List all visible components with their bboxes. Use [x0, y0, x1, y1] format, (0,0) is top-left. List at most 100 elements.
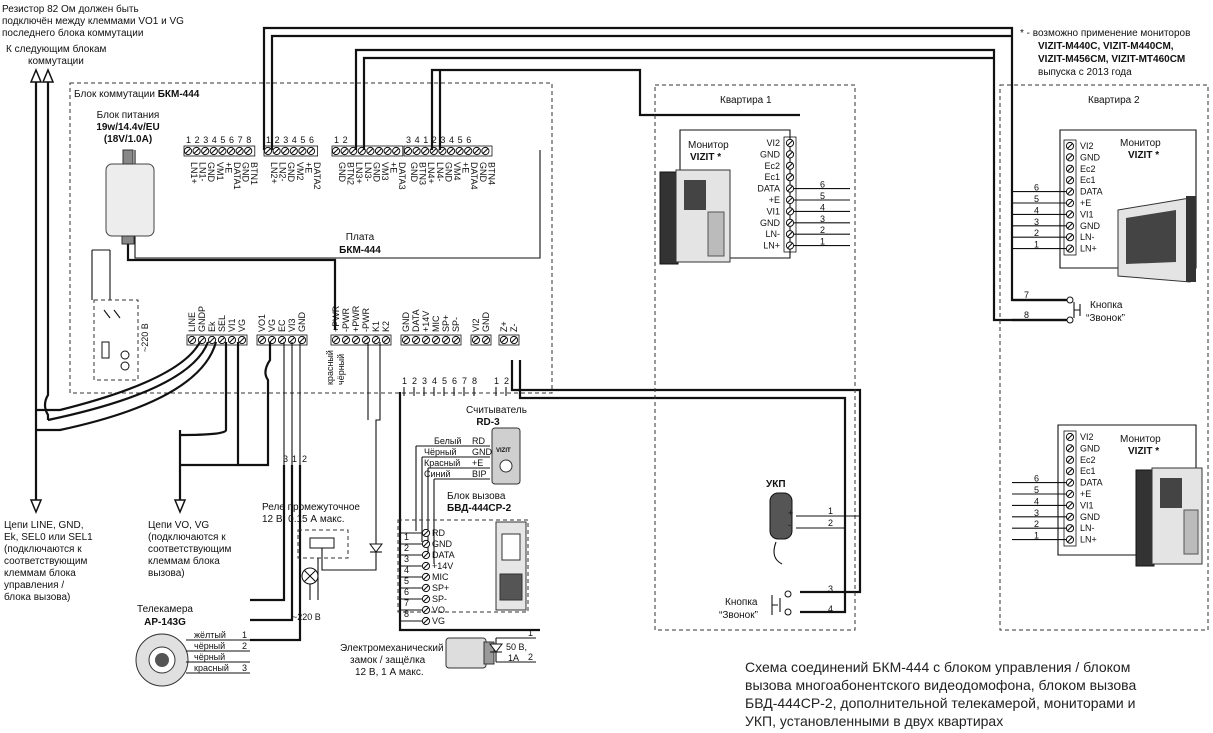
camera-wire-number: 1 — [242, 630, 247, 640]
terminal-slot — [453, 337, 459, 343]
reader-model: RD-3 — [476, 417, 500, 428]
monitor-pin: +E — [769, 195, 780, 205]
next-blocks-line: коммутации — [28, 56, 84, 67]
resistor-note-line: подключён между клеммами VO1 и VG — [2, 16, 184, 27]
terminal-label: GND — [241, 162, 251, 183]
monitor-pin: Ec2 — [764, 161, 780, 171]
wire-number: 5 — [1034, 485, 1039, 495]
terminal-slot — [787, 174, 793, 180]
camera-wire-number: 2 — [242, 641, 247, 651]
board-label: Плата — [346, 232, 375, 243]
terminal-slot — [279, 337, 285, 343]
caption-line: БВД-444СР-2, дополнительной телекамерой,… — [745, 695, 1135, 711]
terminal-slot — [209, 337, 215, 343]
terminal-slot — [422, 148, 428, 154]
call-block: Блок вызова БВД-444СР-2 RDGNDDATA+14VMIC… — [397, 491, 529, 626]
note-line: клеммам блока — [4, 567, 76, 579]
terminal-slot — [384, 148, 391, 154]
note-line: (подключаются к — [4, 544, 82, 555]
terminal-slot — [511, 337, 517, 343]
terminal-slot — [363, 337, 369, 343]
terminal-slot — [308, 148, 314, 154]
note-line: соответствующим — [4, 556, 87, 567]
terminal-slot — [405, 148, 411, 154]
camera-wire-color: чёрный — [194, 652, 225, 662]
terminal-slot — [1067, 143, 1073, 149]
psu-mains-block — [93, 299, 139, 381]
terminal-label: LN2- — [278, 162, 288, 182]
apt1-box — [654, 84, 856, 631]
ukp-label: УКП — [766, 479, 786, 490]
button-num: 7 — [1024, 290, 1029, 300]
terminal-label: GND — [443, 162, 453, 183]
terminal-label: VI2 — [471, 318, 481, 332]
apt1-button: Кнопка “Звонок” 3 4 — [719, 584, 833, 621]
terminal-slot — [465, 148, 471, 154]
wire-number: 4 — [1034, 205, 1039, 215]
terminal-block — [330, 334, 392, 346]
button-num: 3 — [828, 584, 833, 594]
psu-model: 19w/14.4v/EU — [96, 122, 159, 133]
call-block-number: 3 — [404, 554, 409, 564]
apt2-monitor-top-label: Монитор — [1120, 138, 1161, 149]
terminal-label: LN2+ — [269, 162, 279, 184]
apt1-ukp: УКП + - 1 2 — [766, 479, 860, 565]
relay-mains: ~220 В — [292, 612, 321, 622]
terminal-number: 3 — [406, 135, 411, 145]
terminal-number: 6 — [466, 135, 471, 145]
wire-number: 1 — [820, 237, 825, 247]
terminal-slot — [473, 337, 479, 343]
power-supply: Блок питания 19w/14.4v/EU (18V/1.0A) ~22… — [91, 110, 337, 381]
monitor-pin: LN- — [765, 229, 780, 239]
note-line: клеммам блока — [148, 555, 220, 567]
terminal-number: 6 — [309, 135, 314, 145]
lock-num: 2 — [528, 652, 533, 662]
terminal-label: VM2 — [295, 162, 305, 181]
arrow-up-icon — [41, 68, 55, 83]
camera-model: AP-143G — [144, 617, 186, 628]
terminal-slot — [423, 530, 429, 536]
monitor-pin: LN- — [1080, 523, 1095, 533]
terminal-slot — [393, 148, 399, 154]
monitors-note-models: VIZIT-M440C, VIZIT-M440CM, — [1038, 41, 1174, 52]
trunk-wires — [262, 26, 1070, 614]
terminal-slot — [1067, 514, 1073, 520]
terminal-slot — [456, 148, 463, 154]
camera-wire-number: 3 — [242, 663, 247, 673]
terminal-label: BTN1 — [249, 162, 259, 185]
terminal-label: VG — [267, 319, 277, 332]
psu-mains: ~220 В — [140, 323, 150, 352]
terminal-label: GND — [401, 312, 411, 333]
terminal-slot — [1067, 536, 1073, 543]
terminal-slot — [483, 337, 489, 343]
apt2-monitor-bottom-label: Монитор — [1120, 434, 1161, 445]
reader-pin: +E — [472, 458, 483, 468]
terminal-label: DATA1 — [232, 162, 242, 190]
lock-rating: 50 В, — [506, 642, 527, 652]
monitor-pin: GND — [1080, 221, 1101, 231]
monitor-pin: LN+ — [1080, 535, 1097, 545]
monitors-note-star: * - возможно применение мониторов — [1020, 28, 1190, 39]
terminal-label: VI3 — [287, 318, 297, 332]
terminal-slot — [299, 337, 305, 343]
terminal-label: +E — [223, 162, 233, 173]
terminal-slot — [1067, 457, 1073, 463]
call-block-pin: VO — [432, 605, 445, 615]
terminal-slot — [259, 337, 265, 343]
button-label: Кнопка — [725, 597, 758, 608]
terminal-slot — [1067, 223, 1073, 229]
camera-wire-color: чёрный — [194, 641, 225, 651]
button-num: 4 — [828, 604, 833, 614]
terminal-slot — [787, 185, 793, 192]
bkm-box — [69, 82, 553, 394]
terminal-block — [400, 334, 462, 346]
terminal-slot — [787, 197, 793, 203]
terminal-slot — [423, 337, 429, 343]
lock-rating: 1А — [508, 653, 519, 663]
wire-number: 6 — [1034, 474, 1039, 484]
terminal-slot — [423, 618, 429, 624]
terminal-slot — [1067, 200, 1073, 206]
